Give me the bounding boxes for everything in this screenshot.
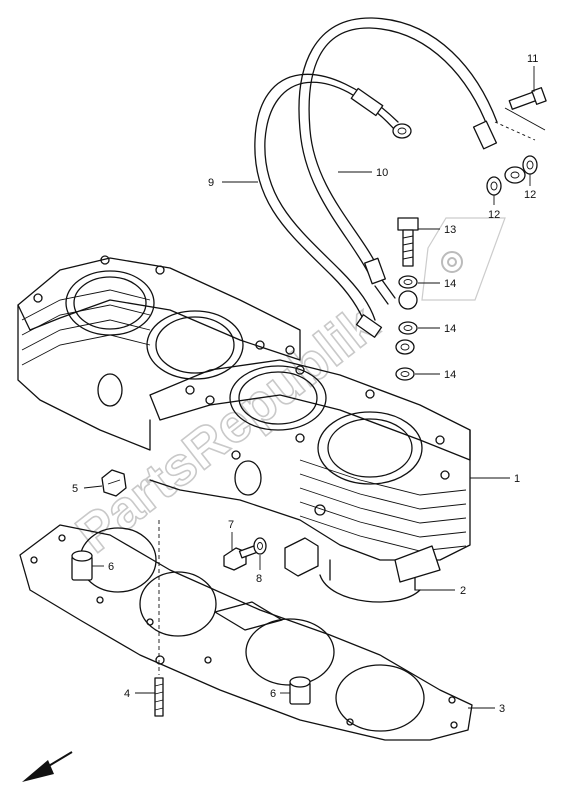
callout-4: 4	[124, 688, 130, 700]
callout-12-left: 12	[488, 209, 500, 221]
gear-icon	[421, 217, 506, 301]
callout-10: 10	[376, 167, 388, 179]
callout-14-b: 14	[444, 323, 456, 335]
callout-8: 8	[256, 573, 262, 585]
callout-6-right: 6	[270, 688, 276, 700]
callout-5: 5	[72, 483, 78, 495]
oil-hose-9	[254, 73, 415, 355]
callout-numbers: 1 2 3 4 5 6 6 7 8 9 10 11 12 12 13 14 14…	[72, 53, 538, 715]
oil-hose-10	[298, 17, 526, 305]
callout-1: 1	[514, 473, 520, 485]
gasket-12-right	[522, 155, 538, 175]
gaskets-14	[395, 275, 418, 381]
callout-9: 9	[208, 177, 214, 189]
cylinder-block	[17, 255, 471, 603]
dowel-pin-6-right	[289, 676, 311, 705]
gasket-12-left	[486, 176, 502, 196]
callout-2: 2	[460, 585, 466, 597]
callout-6-left: 6	[108, 561, 114, 573]
stud-4	[154, 520, 164, 717]
callout-12-right: 12	[524, 189, 536, 201]
union-bolt-11	[508, 87, 547, 110]
cylinder-base-gasket	[19, 524, 473, 741]
front-direction-arrow-icon	[22, 751, 73, 782]
callout-3: 3	[499, 703, 505, 715]
callout-7: 7	[228, 519, 234, 531]
dowel-pin-6-left	[71, 550, 93, 581]
callout-14-a: 14	[444, 278, 456, 290]
bolt-7	[223, 544, 260, 571]
leader-lines	[83, 66, 546, 709]
callout-13: 13	[444, 224, 456, 236]
nut-5	[101, 469, 127, 497]
callout-14-c: 14	[444, 369, 456, 381]
washer-8	[253, 537, 267, 555]
union-bolt-13	[397, 217, 419, 267]
callout-11: 11	[527, 53, 538, 65]
